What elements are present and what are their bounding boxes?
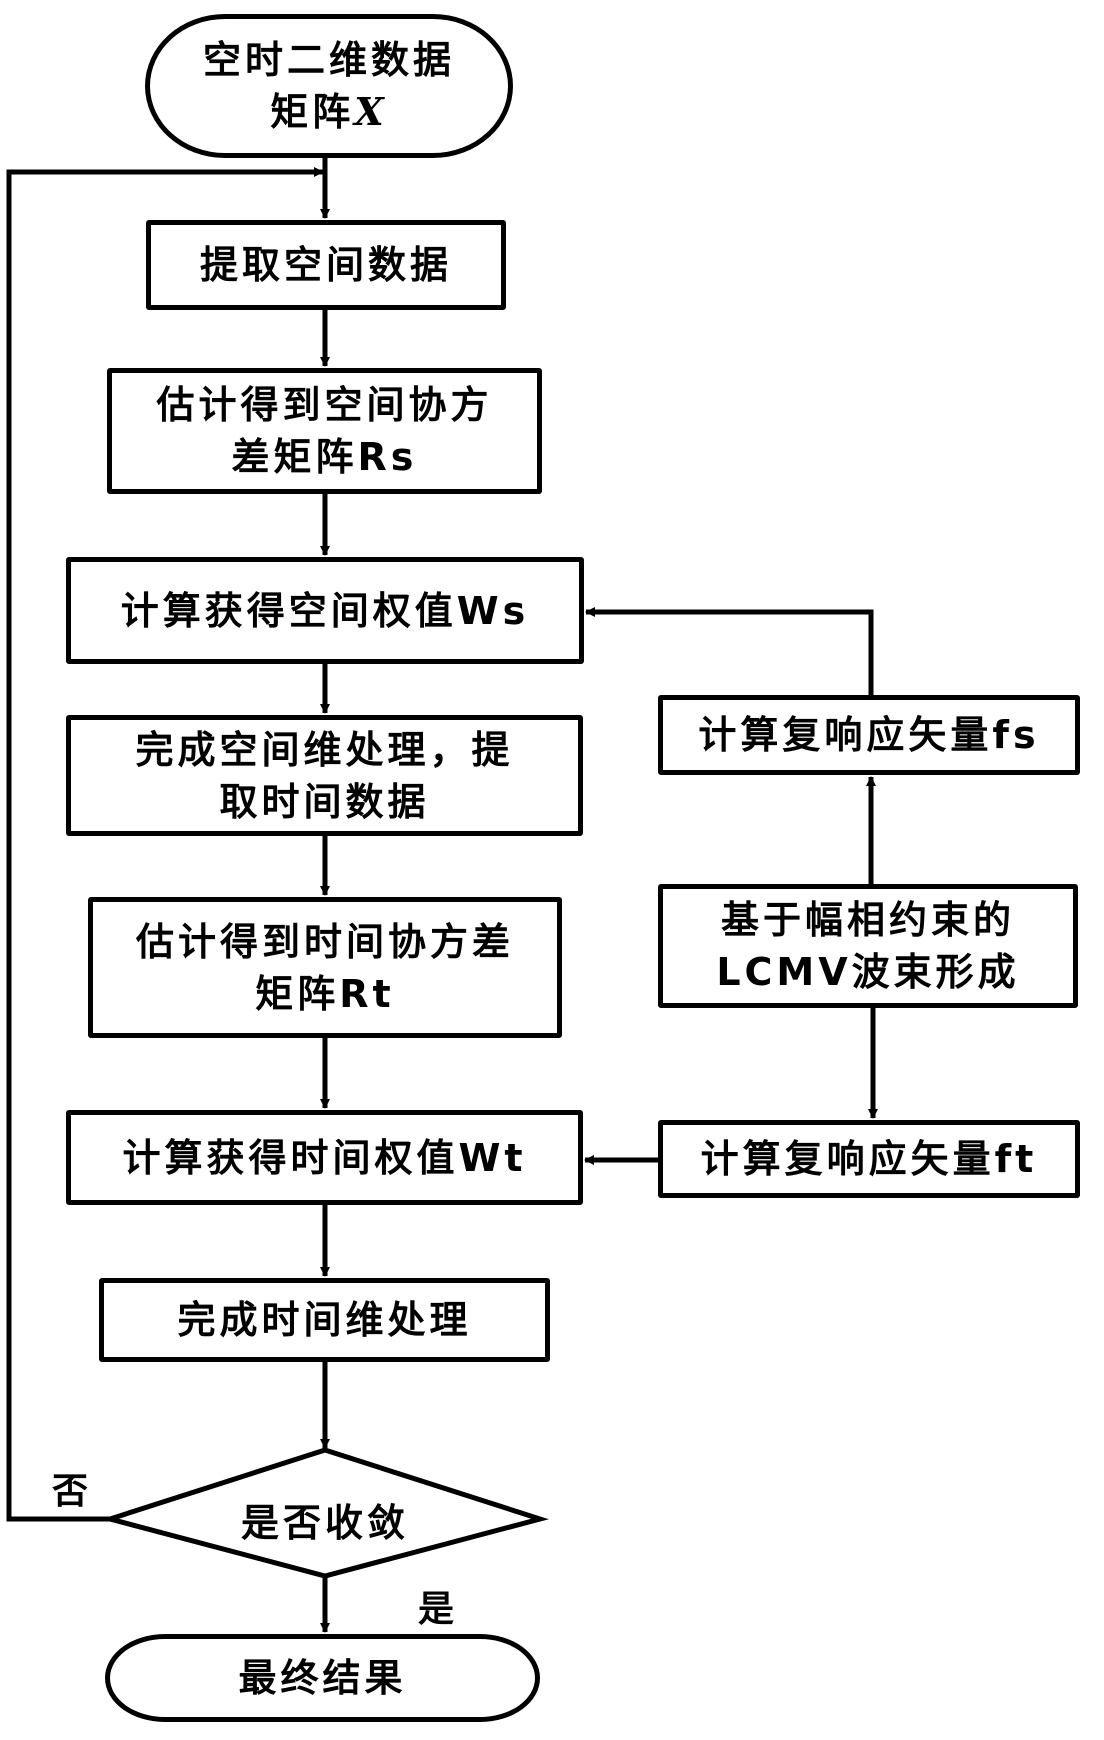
step-text: 计算获得时间权值Wt: [122, 1135, 527, 1180]
step-text: 计算获得空间权值Ws: [120, 588, 530, 633]
step-text: 差矩阵Rs: [231, 435, 418, 479]
step-text: 提取空间数据: [199, 243, 452, 287]
start-line2: 矩阵X: [270, 89, 388, 134]
step-text: 估计得到时间协方差: [135, 919, 514, 964]
step-text: 计算复响应矢量fs: [698, 713, 1040, 757]
end-terminal: 最终结果: [105, 1634, 540, 1722]
step-text: 取时间数据: [219, 779, 430, 824]
start-terminal: 空时二维数据 矩阵X: [145, 14, 513, 158]
step-time-done: 完成时间维处理: [99, 1278, 550, 1362]
decision-yes-label: 是: [418, 1589, 455, 1630]
side-lcmv-beamforming: 基于幅相约束的 LCMV波束形成: [658, 884, 1078, 1008]
step-estimate-spatial-cov: 估计得到空间协方 差矩阵Rs: [107, 368, 542, 494]
step-extract-spatial: 提取空间数据: [146, 220, 506, 310]
side-compute-ft: 计算复响应矢量ft: [658, 1120, 1080, 1198]
step-estimate-time-cov: 估计得到时间协方差 矩阵Rt: [88, 897, 562, 1038]
step-compute-spatial-weight: 计算获得空间权值Ws: [66, 557, 584, 664]
arrow-loop-back: [6, 167, 324, 1522]
step-compute-time-weight: 计算获得时间权值Wt: [66, 1110, 583, 1205]
decision-diamond: [101, 1447, 549, 1579]
step-text: 基于幅相约束的: [720, 898, 1015, 942]
arrow-fs-to-ws: [585, 607, 874, 695]
decision-text: 是否收敛: [240, 1501, 409, 1545]
step-text: 完成空间维处理，提: [135, 727, 514, 772]
side-compute-fs: 计算复响应矢量fs: [658, 695, 1080, 775]
step-text: LCMV波束形成: [716, 950, 1020, 994]
start-line1: 空时二维数据: [202, 38, 455, 82]
step-text: 矩阵Rt: [255, 971, 395, 1016]
step-text: 完成时间维处理: [177, 1298, 472, 1342]
matrix-x-var: X: [354, 89, 388, 134]
end-text: 最终结果: [238, 1656, 407, 1700]
step-text: 计算复响应矢量ft: [700, 1137, 1038, 1181]
step-spatial-done-extract-time: 完成空间维处理，提 取时间数据: [66, 715, 583, 836]
step-text: 估计得到空间协方: [156, 383, 493, 427]
decision-no-label: 否: [52, 1471, 89, 1512]
